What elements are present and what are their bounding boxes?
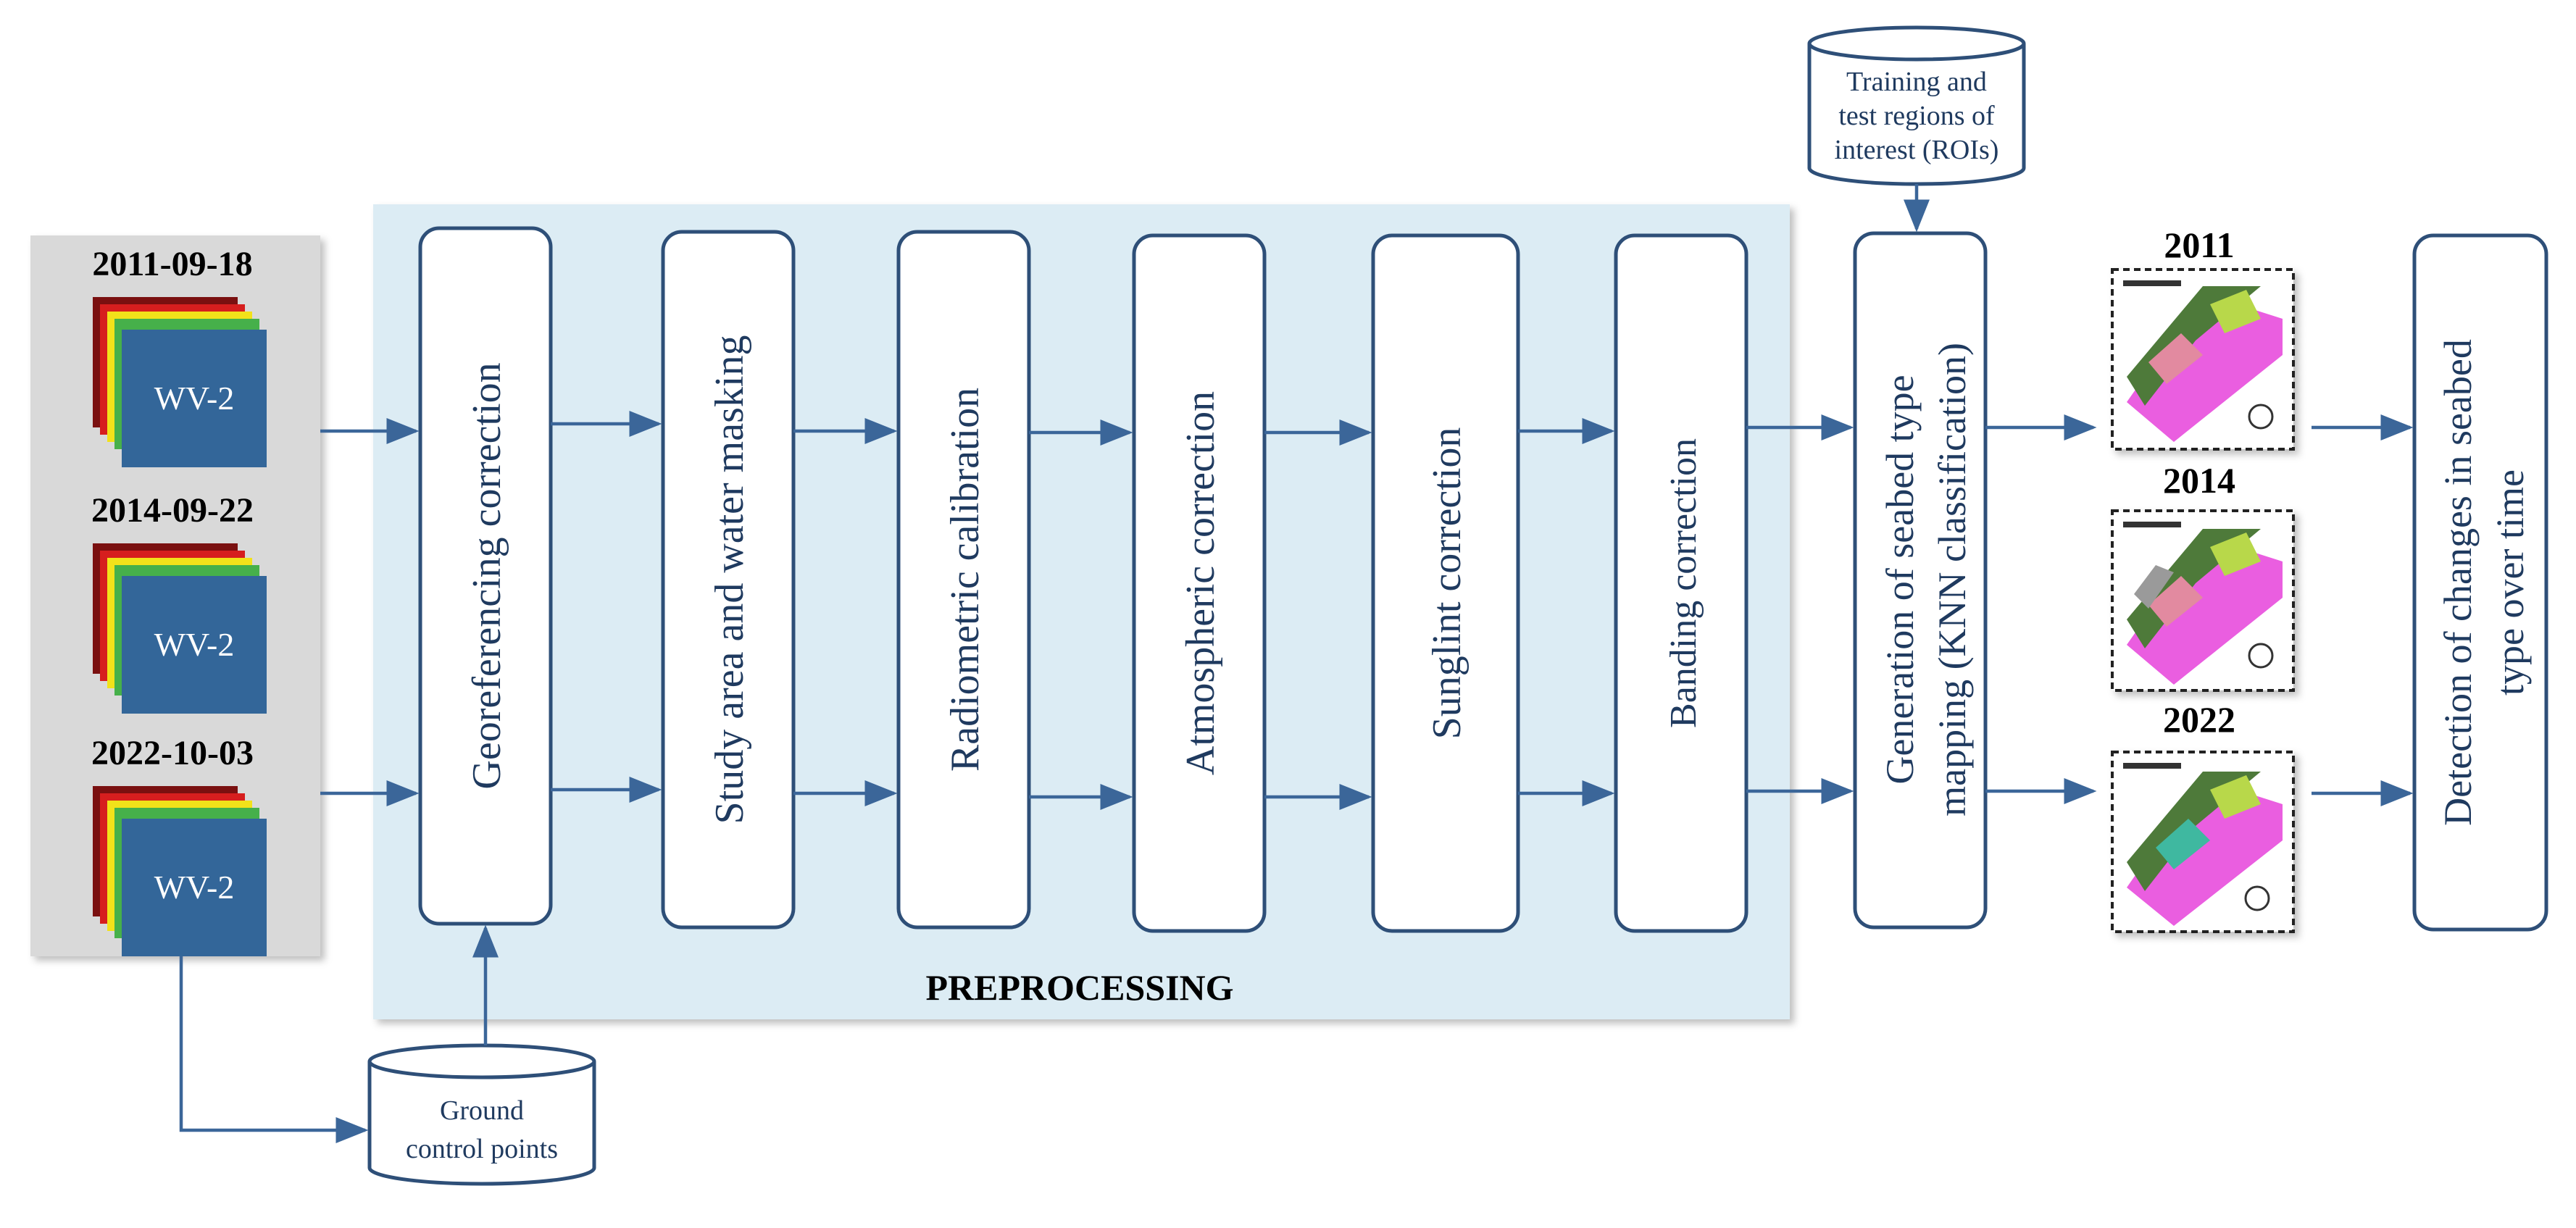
- map-year: 2011: [2164, 225, 2234, 265]
- input-date: 2022-10-03: [91, 734, 254, 772]
- svg-text:control points: control points: [406, 1134, 558, 1164]
- change-detection-box: Detection of changes in seabed type over…: [2412, 233, 2548, 932]
- training-rois-database: Training and test regions of interest (R…: [1807, 25, 2026, 186]
- sensor-label: WV-2: [154, 869, 235, 906]
- svg-text:Training and: Training and: [1846, 67, 1987, 97]
- wv2-tile: [122, 819, 267, 956]
- wv2-tile: [122, 330, 267, 467]
- input-image-2011: 2011-09-18 WV-2: [92, 245, 267, 467]
- classification-box: Generation of seabed type mapping (KNN c…: [1853, 231, 1988, 930]
- svg-text:Radiometric calibration: Radiometric calibration: [943, 388, 988, 772]
- flow-arrows: [179, 184, 2414, 1143]
- svg-text:test regions of: test regions of: [1838, 101, 1995, 131]
- step-georeferencing: Georeferencing correction: [418, 226, 553, 926]
- svg-text:mapping (KNN classification): mapping (KNN classification): [1930, 343, 1974, 816]
- step-radiometric-calibration: Radiometric calibration: [896, 230, 1031, 930]
- input-date: 2011-09-18: [92, 245, 252, 283]
- input-image-2014: 2014-09-22 WV-2: [91, 491, 267, 714]
- wv2-tile: [122, 576, 267, 714]
- map-year: 2014: [2163, 460, 2235, 501]
- seabed-map-2022: 2022: [2111, 699, 2295, 933]
- step-study-area-masking: Study area and water masking: [661, 230, 796, 930]
- seabed-map-2014: 2014: [2111, 460, 2295, 692]
- step-sunglint-correction: Sunglint correction: [1371, 233, 1520, 933]
- svg-text:Atmospheric correction: Atmospheric correction: [1178, 391, 1223, 775]
- seabed-map-2011: 2011: [2111, 225, 2295, 451]
- svg-text:Generation of seabed type: Generation of seabed type: [1878, 375, 1922, 784]
- svg-text:type over time: type over time: [2488, 469, 2532, 696]
- ground-control-points-database: Ground control points: [367, 1043, 596, 1186]
- svg-text:interest (ROIs): interest (ROIs): [1835, 135, 1999, 165]
- sensor-label: WV-2: [154, 380, 235, 417]
- preprocessing-panel: [373, 204, 1790, 1019]
- input-date: 2014-09-22: [91, 491, 254, 530]
- svg-text:Study area and water masking: Study area and water masking: [707, 335, 752, 824]
- compass-icon: [2248, 643, 2274, 669]
- step-banding-correction: Banding correction: [1614, 233, 1748, 933]
- input-image-2022: 2022-10-03 WV-2: [91, 734, 267, 956]
- compass-icon: [2244, 885, 2270, 911]
- svg-text:Georeferencing correction: Georeferencing correction: [464, 362, 509, 789]
- svg-text:Detection of changes in seabed: Detection of changes in seabed: [2436, 339, 2480, 826]
- step-atmospheric-correction: Atmospheric correction: [1132, 233, 1267, 933]
- svg-text:Sunglint correction: Sunglint correction: [1425, 427, 1470, 740]
- compass-icon: [2248, 404, 2274, 430]
- map-year: 2022: [2163, 699, 2235, 740]
- svg-text:Ground: Ground: [440, 1095, 524, 1126]
- sensor-label: WV-2: [154, 626, 235, 663]
- svg-text:Banding correction: Banding correction: [1663, 438, 1704, 728]
- preprocessing-label: PREPROCESSING: [925, 967, 1233, 1008]
